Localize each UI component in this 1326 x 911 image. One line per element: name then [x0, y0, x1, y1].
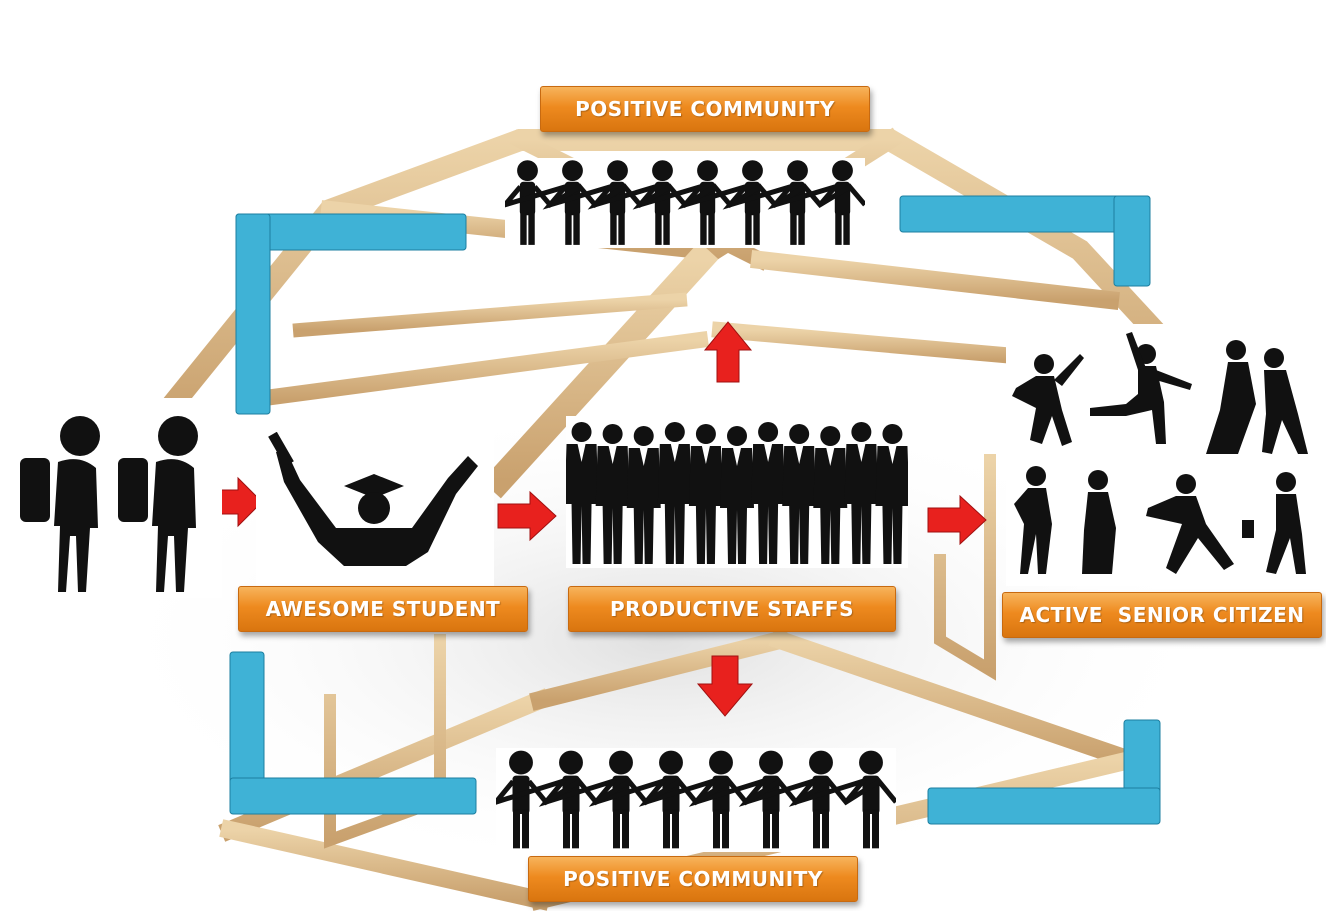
business-person-icon — [595, 424, 630, 564]
person-icon — [697, 160, 718, 181]
business-person-icon — [720, 426, 754, 564]
staff-panel — [566, 416, 908, 568]
person-icon — [809, 750, 833, 775]
awesome-student-label: AWESOME STUDENT — [238, 586, 528, 632]
business-person-icon — [875, 424, 908, 564]
bracket-top-left-icon — [235, 213, 467, 415]
dancing-seniors-icon — [1012, 332, 1308, 574]
person-icon — [787, 160, 808, 181]
business-person-icon — [782, 424, 817, 564]
person-icon — [607, 160, 628, 181]
business-person-icon — [844, 422, 879, 564]
children-panel — [0, 398, 222, 598]
business-people-icon — [566, 422, 908, 564]
business-person-icon — [751, 422, 786, 564]
person-icon — [759, 750, 783, 775]
arrow-right-icon — [497, 490, 557, 542]
person-icon — [509, 750, 533, 775]
active-senior-citizen-label: ACTIVE SENIOR CITIZEN — [1002, 592, 1322, 638]
child-with-backpack-icon — [20, 416, 198, 592]
business-person-icon — [688, 424, 723, 564]
arrow-up-icon — [703, 321, 753, 383]
people-holding-hands-icon — [496, 750, 896, 849]
community-panel-bottom — [496, 748, 896, 852]
person-icon — [517, 160, 538, 181]
person-icon — [562, 160, 583, 181]
bracket-bottom-left-icon — [229, 651, 477, 815]
bracket-bottom-right-icon — [927, 719, 1161, 825]
person-icon — [832, 160, 853, 181]
graduate-celebrating-icon — [268, 432, 478, 566]
business-person-icon — [813, 426, 848, 564]
bracket-top-right-icon — [899, 195, 1151, 287]
positive-community-label-bottom: POSITIVE COMMUNITY — [528, 856, 858, 902]
community-panel-top — [505, 158, 865, 248]
person-icon — [609, 750, 633, 775]
arrow-down-icon — [696, 655, 754, 717]
graduate-panel — [256, 432, 494, 588]
business-person-icon — [657, 422, 692, 564]
arrow-right-icon — [927, 494, 987, 546]
person-icon — [652, 160, 673, 181]
positive-community-label-top: POSITIVE COMMUNITY — [540, 86, 870, 132]
seniors-panel — [1006, 324, 1324, 586]
business-person-icon — [566, 422, 599, 564]
person-icon — [742, 160, 763, 181]
person-icon — [559, 750, 583, 775]
business-person-icon — [626, 426, 661, 564]
person-icon — [709, 750, 733, 775]
person-icon — [859, 750, 883, 775]
people-holding-hands-icon — [505, 160, 865, 245]
person-icon — [659, 750, 683, 775]
productive-staffs-label: PRODUCTIVE STAFFS — [568, 586, 896, 632]
